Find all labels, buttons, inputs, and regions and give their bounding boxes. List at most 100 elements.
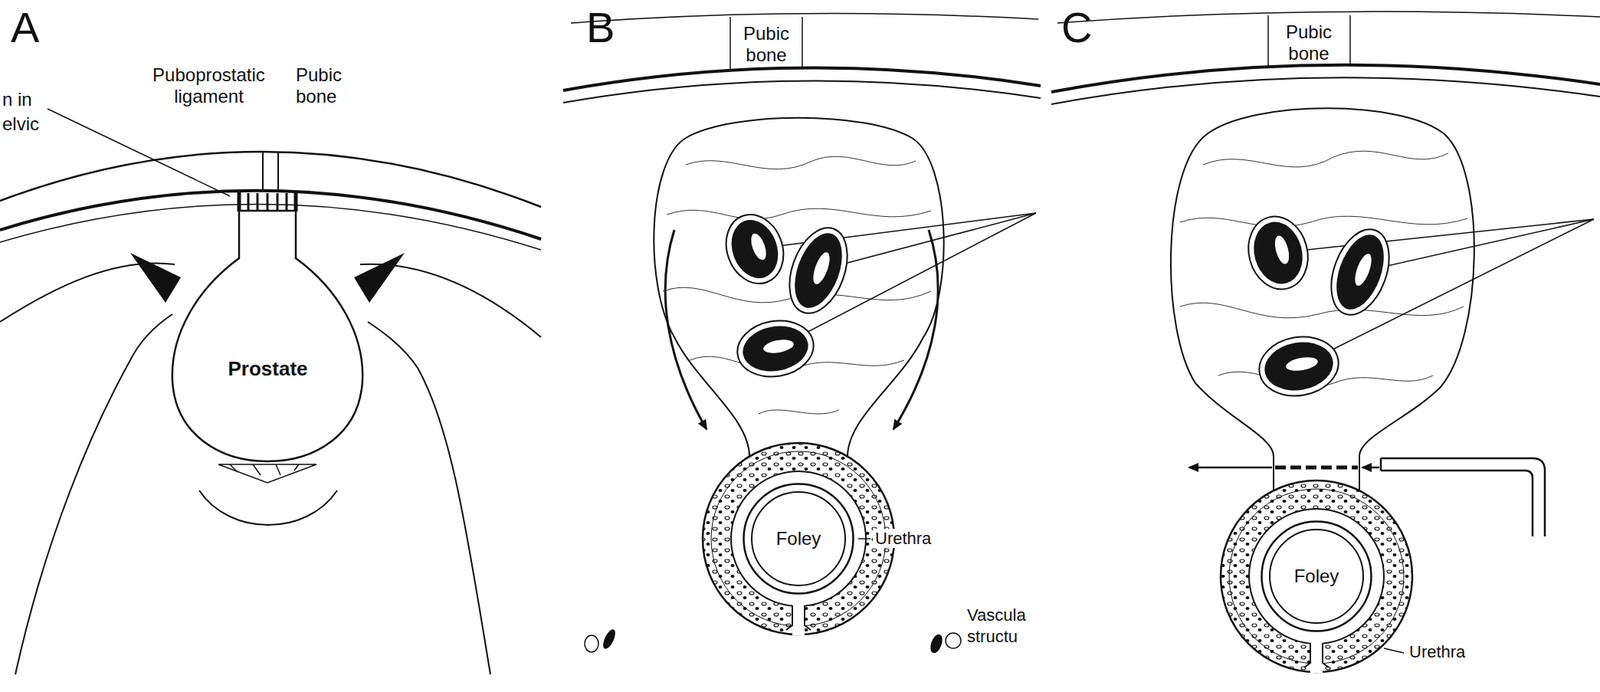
pubic-bone <box>1057 11 1600 23</box>
node-text: Foley <box>1294 565 1340 587</box>
puboprostatic-ligament <box>276 193 279 210</box>
vein <box>1320 221 1400 323</box>
puboprostatic-ligament <box>256 193 260 210</box>
urethra-ring <box>1304 642 1329 668</box>
partial-label: n in <box>2 88 33 111</box>
right-angle-clamp <box>1380 458 1383 471</box>
pubic-bone <box>563 13 1041 103</box>
vein <box>716 206 793 292</box>
vein <box>733 314 819 383</box>
urethra-ring <box>702 442 895 635</box>
foley-catheter <box>1269 529 1364 623</box>
vein <box>747 231 769 262</box>
dissection-arrow <box>665 229 938 430</box>
vein-leader <box>1360 219 1594 273</box>
division-line <box>1275 465 1358 470</box>
part-label: Urethra <box>872 528 934 548</box>
vein <box>1254 331 1344 403</box>
tissue-texture <box>685 156 916 169</box>
vein <box>809 250 833 287</box>
pubic-bone <box>277 151 279 191</box>
vascular-symbol <box>584 628 961 654</box>
urethra-ring <box>1220 480 1413 673</box>
puboprostatic-ligament <box>266 193 269 210</box>
right-angle-clamp <box>1380 470 1533 537</box>
dissection-arrow <box>893 229 938 430</box>
leader-line <box>47 108 230 197</box>
vein <box>1240 209 1316 296</box>
dissection-arrow <box>665 229 707 430</box>
urethra-ring <box>711 451 886 627</box>
leader-line <box>858 537 871 540</box>
vascular-symbol <box>601 628 617 650</box>
urethra-ring <box>1220 480 1413 673</box>
vein <box>1272 234 1292 266</box>
urethra-ring <box>702 442 895 635</box>
part-label: Urethra <box>1406 642 1468 662</box>
urethra-ring <box>731 471 866 607</box>
prostate-apex-hatch <box>218 464 317 483</box>
partial-label: Vascula <box>967 605 1027 625</box>
part-label: Puboprostatic ligament <box>137 64 280 107</box>
vascular-symbol <box>584 635 599 653</box>
division-line <box>1362 466 1380 469</box>
pubic-bone <box>262 151 264 191</box>
foley-catheter <box>751 491 846 586</box>
pelvic-side-wall <box>15 314 173 675</box>
vein <box>1351 252 1375 289</box>
prostate-outline: Prostate <box>158 204 378 469</box>
vein <box>1260 337 1337 397</box>
vein <box>785 226 852 315</box>
pubic-bone <box>0 151 541 207</box>
leader-line <box>858 537 871 540</box>
urethra-ring <box>702 442 895 636</box>
node-text: Foley <box>776 527 822 550</box>
pubic-bone <box>570 13 1039 23</box>
tissue-texture <box>758 409 840 414</box>
prostate-outline <box>158 204 378 469</box>
panel-letter: C <box>1061 3 1092 53</box>
pubic-bone <box>1349 15 1351 66</box>
prostate-apex-hatch <box>218 464 317 483</box>
part-label: Pubic bone <box>1278 21 1340 64</box>
urethra-ring <box>792 604 805 636</box>
right-angle-clamp <box>1380 458 1545 537</box>
puboprostatic-ligament <box>237 191 242 212</box>
node-text: Prostate <box>227 357 308 381</box>
vein <box>1240 209 1400 403</box>
puboprostatic-ligament <box>294 191 299 212</box>
vein <box>1327 228 1394 316</box>
leader-line <box>1383 648 1404 653</box>
tissue-texture <box>666 208 932 220</box>
vein-leader <box>775 213 1037 349</box>
dorsal-vein-complex <box>653 118 944 457</box>
dorsal-vein-complex <box>1170 108 1475 492</box>
vein <box>1285 354 1319 373</box>
vein <box>716 206 858 383</box>
pubic-bone <box>729 16 732 69</box>
leader-line <box>1383 648 1404 653</box>
pubic-bone <box>1267 15 1269 66</box>
urethra-ring <box>786 605 811 630</box>
pubic-bone <box>563 80 1041 103</box>
urethra-ring <box>1229 488 1404 664</box>
foley-catheter <box>1262 521 1372 632</box>
vascular-symbol <box>928 633 944 655</box>
pubic-bone <box>801 16 804 69</box>
urethra-ring <box>1310 642 1323 673</box>
prostate-apex-hatch <box>294 464 299 471</box>
dorsal-vein-complex <box>1170 108 1475 492</box>
pubic-bone <box>1051 11 1600 105</box>
pubic-bone <box>1051 77 1600 105</box>
fascia-wedge <box>130 252 181 303</box>
urethra-ring <box>1249 508 1384 644</box>
prostate-apex-hatch <box>275 464 281 476</box>
pelvic-side-wall <box>199 490 338 525</box>
vein-leader <box>818 213 1037 271</box>
pelvic-side-wall <box>367 321 491 675</box>
foley-catheter: Foley <box>742 482 855 595</box>
puboprostatic-ligament <box>285 193 289 210</box>
partial-label: elvic <box>2 113 40 135</box>
panel-letter: A <box>10 3 40 53</box>
right-angle-clamp <box>1380 458 1545 537</box>
